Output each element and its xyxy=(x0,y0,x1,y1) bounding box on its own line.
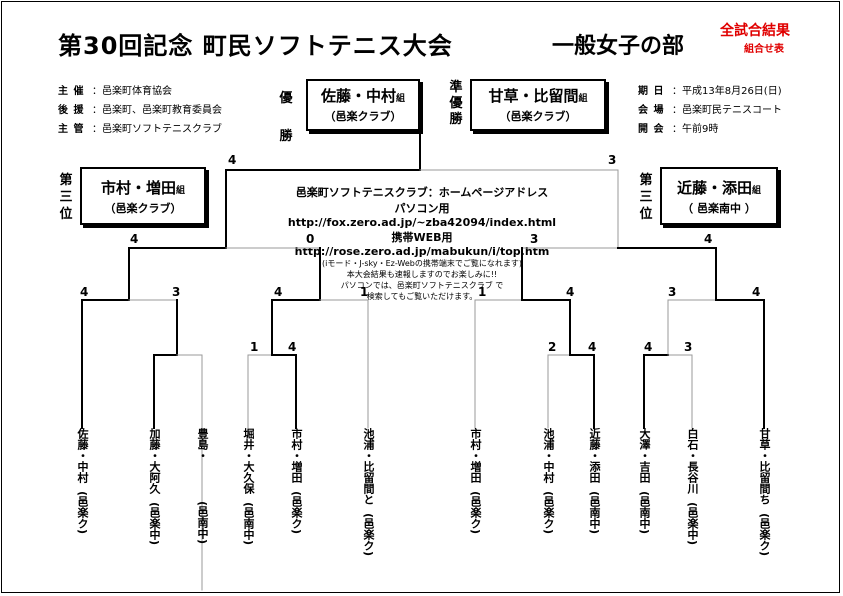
runner-up-label: 準優勝 xyxy=(449,80,463,127)
score-quarter: 3 xyxy=(668,285,677,299)
score-quarter: 1 xyxy=(360,285,369,299)
homepage-note: 検索してもご覧いただけます。 xyxy=(366,292,478,301)
score-semi: 0 xyxy=(306,232,315,246)
score-quarter: 1 xyxy=(478,285,487,299)
player-entry: 大澤・吉田(邑南中) xyxy=(638,428,651,535)
winner-box: 佐藤・中村組 （邑楽クラブ） xyxy=(306,79,420,131)
score-round1: 4 xyxy=(588,340,597,354)
score-final-right: 3 xyxy=(608,153,617,167)
player-entry: 豊島・(邑南中) xyxy=(196,428,209,545)
info-row: 主 催：邑楽町体育協会 xyxy=(58,86,172,97)
score-round1: 1 xyxy=(250,340,259,354)
score-quarter: 3 xyxy=(172,285,181,299)
player-entry: 市村・増田(邑楽ク) xyxy=(469,428,482,535)
score-semi: 4 xyxy=(704,232,713,246)
event-info: 期 日：平成13年8月26日(日) 会 場：邑楽町民テニスコート 開 会：午前9… xyxy=(638,82,782,139)
score-quarter: 4 xyxy=(274,285,283,299)
homepage-note: 本大会結果も速報しますのでお楽しみに!! xyxy=(346,270,498,279)
score-quarter: 4 xyxy=(752,285,761,299)
score-quarter: 4 xyxy=(80,285,89,299)
third-right-box: 近藤・添田組 （ 邑楽南中 ） xyxy=(660,167,778,225)
score-round1: 4 xyxy=(288,340,297,354)
player-entry: 甘草・比留間ち(邑楽ク) xyxy=(758,428,771,557)
page-title: 第30回記念 町民ソフトテニス大会 xyxy=(58,32,453,60)
score-semi: 3 xyxy=(530,232,539,246)
player-entry: 近藤・添田(邑南中) xyxy=(588,428,601,535)
homepage-note: パソコンでは、邑楽町ソフトテニスクラブ で xyxy=(340,281,504,290)
result-sublabel: 組合せ表 xyxy=(744,44,784,55)
player-entry: 池浦・中村(邑楽ク) xyxy=(542,428,555,535)
pc-url: パソコン用 http://fox.zero.ad.jp/~zba42094/in… xyxy=(287,202,557,229)
player-entry: 佐藤・中村(邑楽ク) xyxy=(76,428,89,535)
score-round1: 3 xyxy=(684,340,693,354)
organizer-info: 主 催：邑楽町体育協会 後 援：邑楽町、邑楽町教育委員会 主 管：邑楽町ソフトテ… xyxy=(58,82,222,139)
score-quarter: 4 xyxy=(566,285,575,299)
homepage-info: 邑楽町ソフトテニスクラブ：ホームページアドレス パソコン用 http://fox… xyxy=(262,184,582,302)
info-row: 期 日：平成13年8月26日(日) xyxy=(638,86,782,97)
homepage-note: (iモード・J-sky・Ez-Webの携帯端末でご覧になれます) xyxy=(322,259,522,268)
player-entry: 白石・長谷川(邑楽中) xyxy=(686,428,699,546)
info-row: 後 援：邑楽町、邑楽町教育委員会 xyxy=(58,105,222,116)
info-row: 開 会：午前9時 xyxy=(638,124,719,135)
score-round1: 4 xyxy=(644,340,653,354)
score-semi: 4 xyxy=(130,232,139,246)
homepage-heading: 邑楽町ソフトテニスクラブ：ホームページアドレス xyxy=(295,186,549,199)
third-left-box: 市村・増田組 （邑楽クラブ） xyxy=(80,167,206,225)
winner-label: 優勝 xyxy=(279,91,293,144)
player-entry: 市村・増田(邑楽ク) xyxy=(290,428,303,535)
player-entry: 池浦・比留間と(邑楽ク) xyxy=(362,428,375,557)
score-final-left: 4 xyxy=(228,153,237,167)
player-entry: 加藤・大阿久(邑楽中) xyxy=(148,428,161,546)
mobile-url: 携帯WEB用 http://rose.zero.ad.jp/mabukun/i/… xyxy=(294,231,550,258)
info-row: 主 管：邑楽町ソフトテニスクラブ xyxy=(58,124,222,135)
runner-up-box: 甘草・比留間組 （邑楽クラブ） xyxy=(470,79,606,131)
score-round1: 2 xyxy=(548,340,557,354)
info-row: 会 場：邑楽町民テニスコート xyxy=(638,105,782,116)
third-right-label: 第三位 xyxy=(639,173,653,222)
third-left-label: 第三位 xyxy=(59,173,73,222)
player-entry: 堀井・大久保(邑南中) xyxy=(242,428,255,546)
result-label: 全試合結果 xyxy=(720,23,790,39)
division-title: 一般女子の部 xyxy=(552,34,685,59)
